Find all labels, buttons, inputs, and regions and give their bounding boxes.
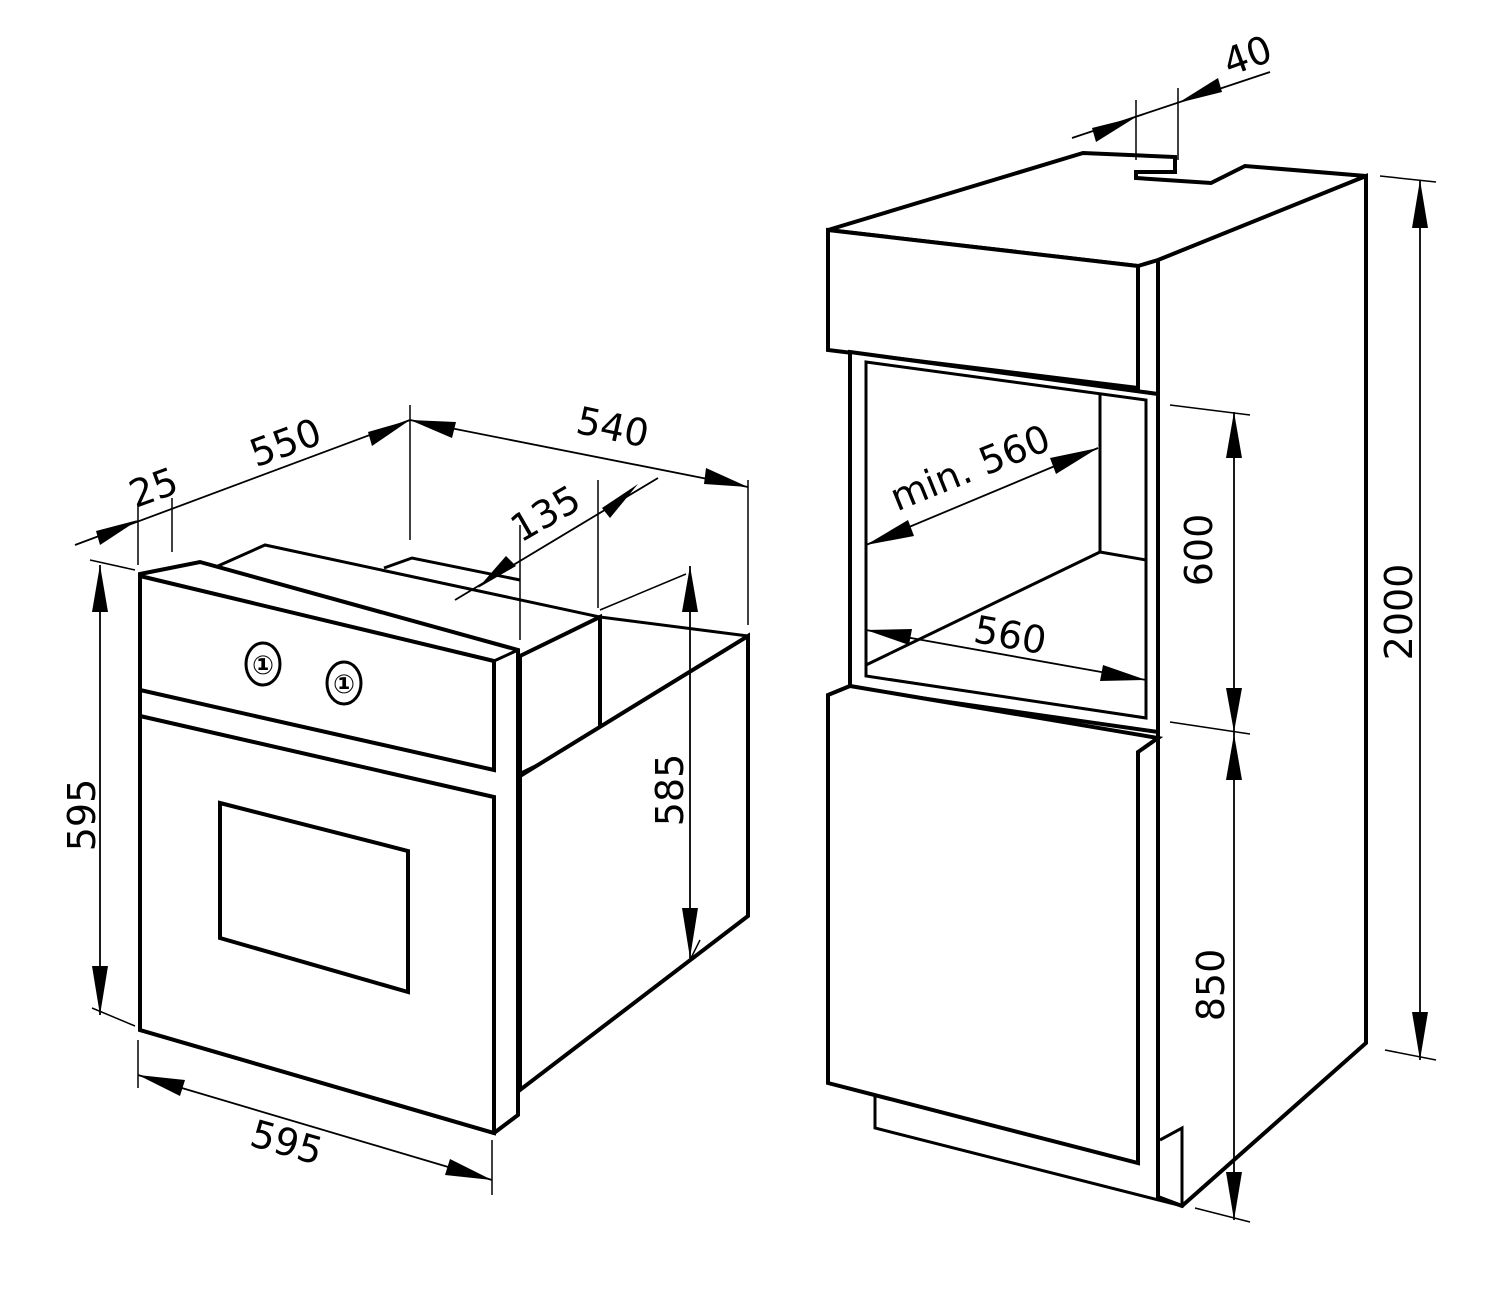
cabinet-side-panel bbox=[1156, 173, 1368, 1209]
label-135: 135 bbox=[503, 477, 588, 551]
arrowhead bbox=[92, 966, 108, 1015]
ext-line bbox=[91, 1007, 136, 1027]
arrowhead bbox=[866, 520, 914, 545]
arrowhead bbox=[866, 629, 912, 645]
arrowhead bbox=[682, 566, 698, 612]
ext-line bbox=[89, 559, 136, 571]
ext-line bbox=[1169, 721, 1251, 735]
cabinet-drawing bbox=[826, 150, 1368, 1209]
arrowhead bbox=[602, 484, 638, 518]
arrowhead bbox=[478, 556, 516, 588]
cabinet-base bbox=[826, 683, 1164, 1166]
label-585: 585 bbox=[648, 754, 692, 827]
arrowhead bbox=[1412, 180, 1428, 228]
arrowhead bbox=[1050, 448, 1098, 474]
ext-line bbox=[1384, 1049, 1437, 1061]
oven-control-panel bbox=[138, 573, 496, 773]
oven-knob-right: ① bbox=[325, 660, 363, 706]
label-595-height: 595 bbox=[60, 779, 104, 852]
dim-line-560 bbox=[865, 629, 1147, 681]
arrowhead bbox=[1092, 117, 1136, 142]
oven-top-panel bbox=[199, 543, 605, 658]
arrowhead bbox=[445, 1159, 492, 1180]
cabinet-plinth bbox=[873, 1095, 1184, 1208]
ext-line bbox=[689, 939, 701, 961]
oven-body-top-edge bbox=[599, 615, 749, 638]
oven-window bbox=[218, 800, 410, 995]
arrowhead bbox=[1178, 78, 1222, 103]
cabinet-base-edge bbox=[1137, 736, 1159, 754]
label-540: 540 bbox=[573, 398, 653, 456]
arrowhead bbox=[92, 565, 108, 612]
oven-knob-left: ① bbox=[244, 641, 282, 687]
knob-symbol: ① bbox=[252, 651, 274, 681]
cabinet-niche-inner bbox=[864, 360, 1148, 720]
arrowhead bbox=[1226, 688, 1242, 732]
oven-drawing: ① ① bbox=[138, 543, 750, 1136]
cabinet-top-block bbox=[826, 227, 1140, 391]
dim-line-595-width bbox=[137, 1074, 493, 1181]
oven-rear-step bbox=[383, 556, 521, 582]
arrowhead bbox=[1226, 734, 1242, 780]
arrowhead bbox=[1412, 1012, 1428, 1060]
arrowhead bbox=[138, 1075, 185, 1096]
label-550: 550 bbox=[244, 410, 327, 476]
arrowhead bbox=[704, 468, 748, 487]
arrowhead bbox=[1226, 412, 1242, 458]
arrowhead bbox=[1100, 665, 1146, 681]
dim-line-540 bbox=[409, 419, 749, 488]
cabinet-top bbox=[827, 150, 1367, 269]
arrowhead bbox=[1226, 1172, 1242, 1220]
arrowhead bbox=[368, 420, 410, 446]
ext-line bbox=[599, 573, 687, 611]
label-600: 600 bbox=[1177, 514, 1221, 587]
label-40: 40 bbox=[1217, 27, 1277, 85]
ext-line bbox=[1379, 175, 1437, 183]
knob-symbol: ① bbox=[333, 670, 355, 700]
label-595-width: 595 bbox=[246, 1111, 328, 1173]
ext-line bbox=[1169, 404, 1251, 416]
cabinet-niche-floor bbox=[1099, 550, 1147, 562]
oven-panel-edge bbox=[493, 648, 519, 663]
label-850: 850 bbox=[1189, 949, 1233, 1022]
cabinet-dimensions: 40 min. 560 560 600 850 2000 bbox=[865, 27, 1437, 1223]
arrowhead bbox=[682, 908, 698, 958]
label-2000: 2000 bbox=[1377, 564, 1421, 661]
arrowhead bbox=[96, 520, 138, 545]
ext-line bbox=[1194, 1207, 1251, 1223]
arrowhead bbox=[410, 420, 456, 438]
